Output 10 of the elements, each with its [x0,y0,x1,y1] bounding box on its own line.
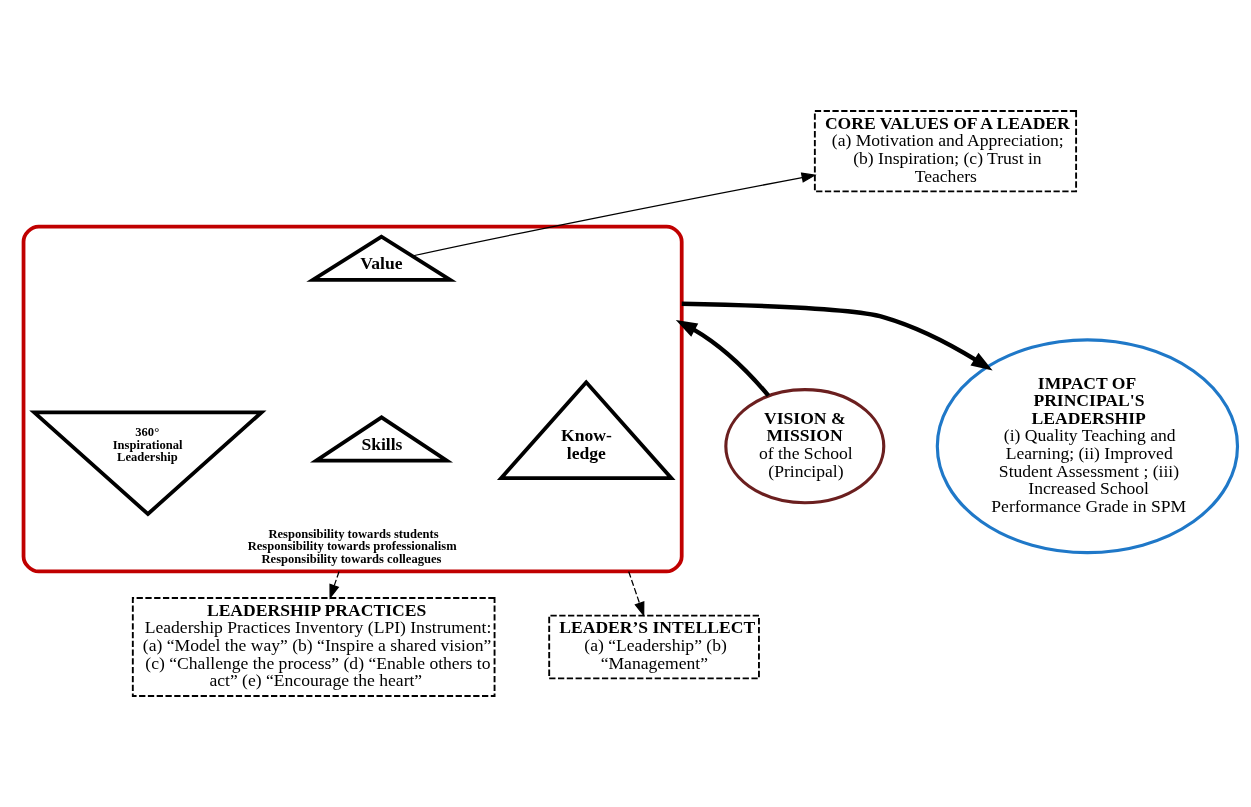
arrow [681,301,993,371]
arrow [675,320,771,398]
arrow [411,172,817,257]
arrow [628,570,645,618]
node-ellipse: IMPACT OF PRINCIPAL'S LEADERSHIP (i) Quality Teaching and Learning; (ii) Improved Student Assessment ; (iii) Increased School Performance Grade in SPM [935,338,1240,555]
node-ellipse: VISION & MISSION of the School (Principal) [724,388,886,505]
arrow [329,570,340,600]
node-box: LEADERSHIP PRACTICES Leadership Practices Inventory (LPI) Instrument: (a) “Model the way” (b) “Inspire a shared vision” (c) “Challenge the process” (d) “Enable others to act” (e) “Encourage the heart” [131,597,496,697]
node-box: CORE VALUES OF A LEADER (a) Motivation and Appreciation; (b) Inspiration; (c) Trust in Teachers [813,110,1078,193]
node-box: LEADER’S INTELLECT (a) “Leadership” (b) “Management” [548,614,760,680]
